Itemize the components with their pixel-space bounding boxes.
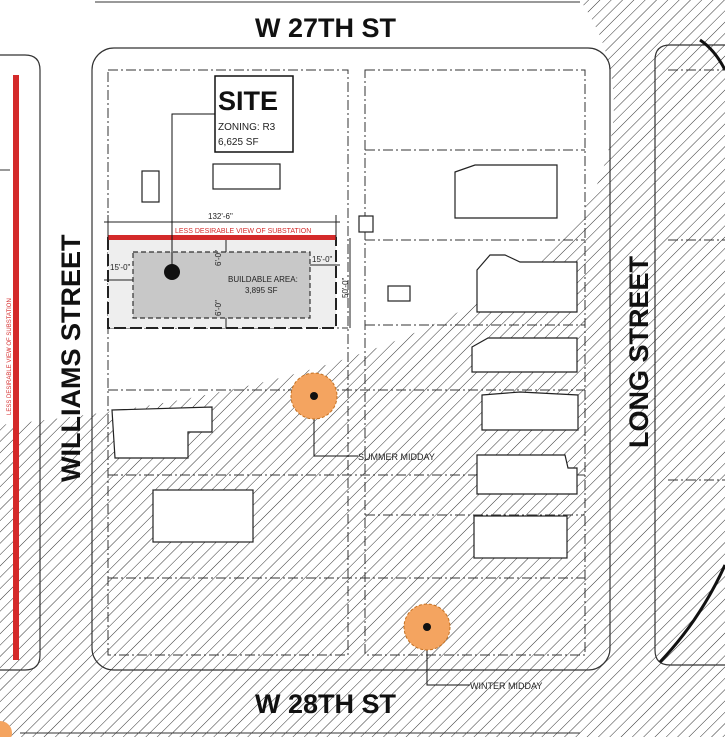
dimension-width: 132'-6"	[208, 212, 233, 221]
site-callout-box	[214, 75, 294, 153]
dimension-setback-bottom: 6'-0"	[214, 300, 223, 316]
site-marker	[164, 264, 180, 280]
street-label-west: WILLIAMS STREET	[56, 234, 86, 482]
buildable-area-value: 3,895 SF	[245, 286, 278, 295]
substation-label-top: LESS DESIRABLE VIEW OF SUBSTATION	[175, 228, 311, 235]
lot-lines	[0, 69, 725, 656]
substation-label-left: LESS DESIRABLE VIEW OF SUBSTATION	[7, 298, 13, 415]
neighboring-buildings	[111, 163, 579, 559]
east-block	[654, 44, 725, 666]
dimension-setback-right: 15'-0"	[312, 255, 333, 264]
dimension-depth: 50'-0"	[341, 277, 350, 298]
site-area: 6,625 SF	[218, 137, 259, 148]
substation-line-left	[13, 75, 19, 660]
buildable-area[interactable]	[132, 251, 311, 319]
site-title: SITE	[218, 86, 278, 116]
west-block	[0, 54, 41, 671]
site-zoning: ZONING: R3	[218, 122, 276, 133]
buildable-label: BUILDABLE AREA:	[228, 275, 298, 284]
dimension-lines	[104, 215, 351, 328]
dimension-setback-top: 6'-0"	[214, 250, 223, 266]
summer-sun-dot	[310, 392, 318, 400]
sun-path-arc-top	[699, 38, 725, 71]
main-block	[91, 47, 611, 671]
substation-line-top	[108, 235, 336, 240]
winter-sun-dot	[423, 623, 431, 631]
summer-midday-label: SUMMER MIDDAY	[358, 452, 435, 462]
sun-icon-partial	[0, 721, 12, 737]
sun-path-arc-bottom	[658, 564, 725, 664]
dimension-setback-left: 15'-0"	[110, 263, 131, 272]
street-label-east: LONG STREET	[624, 255, 654, 448]
street-label-south: W 28TH ST	[255, 689, 397, 719]
winter-midday-label: WINTER MIDDAY	[470, 681, 542, 691]
street-label-north: W 27TH ST	[255, 13, 397, 43]
site-leader-line	[171, 113, 215, 272]
